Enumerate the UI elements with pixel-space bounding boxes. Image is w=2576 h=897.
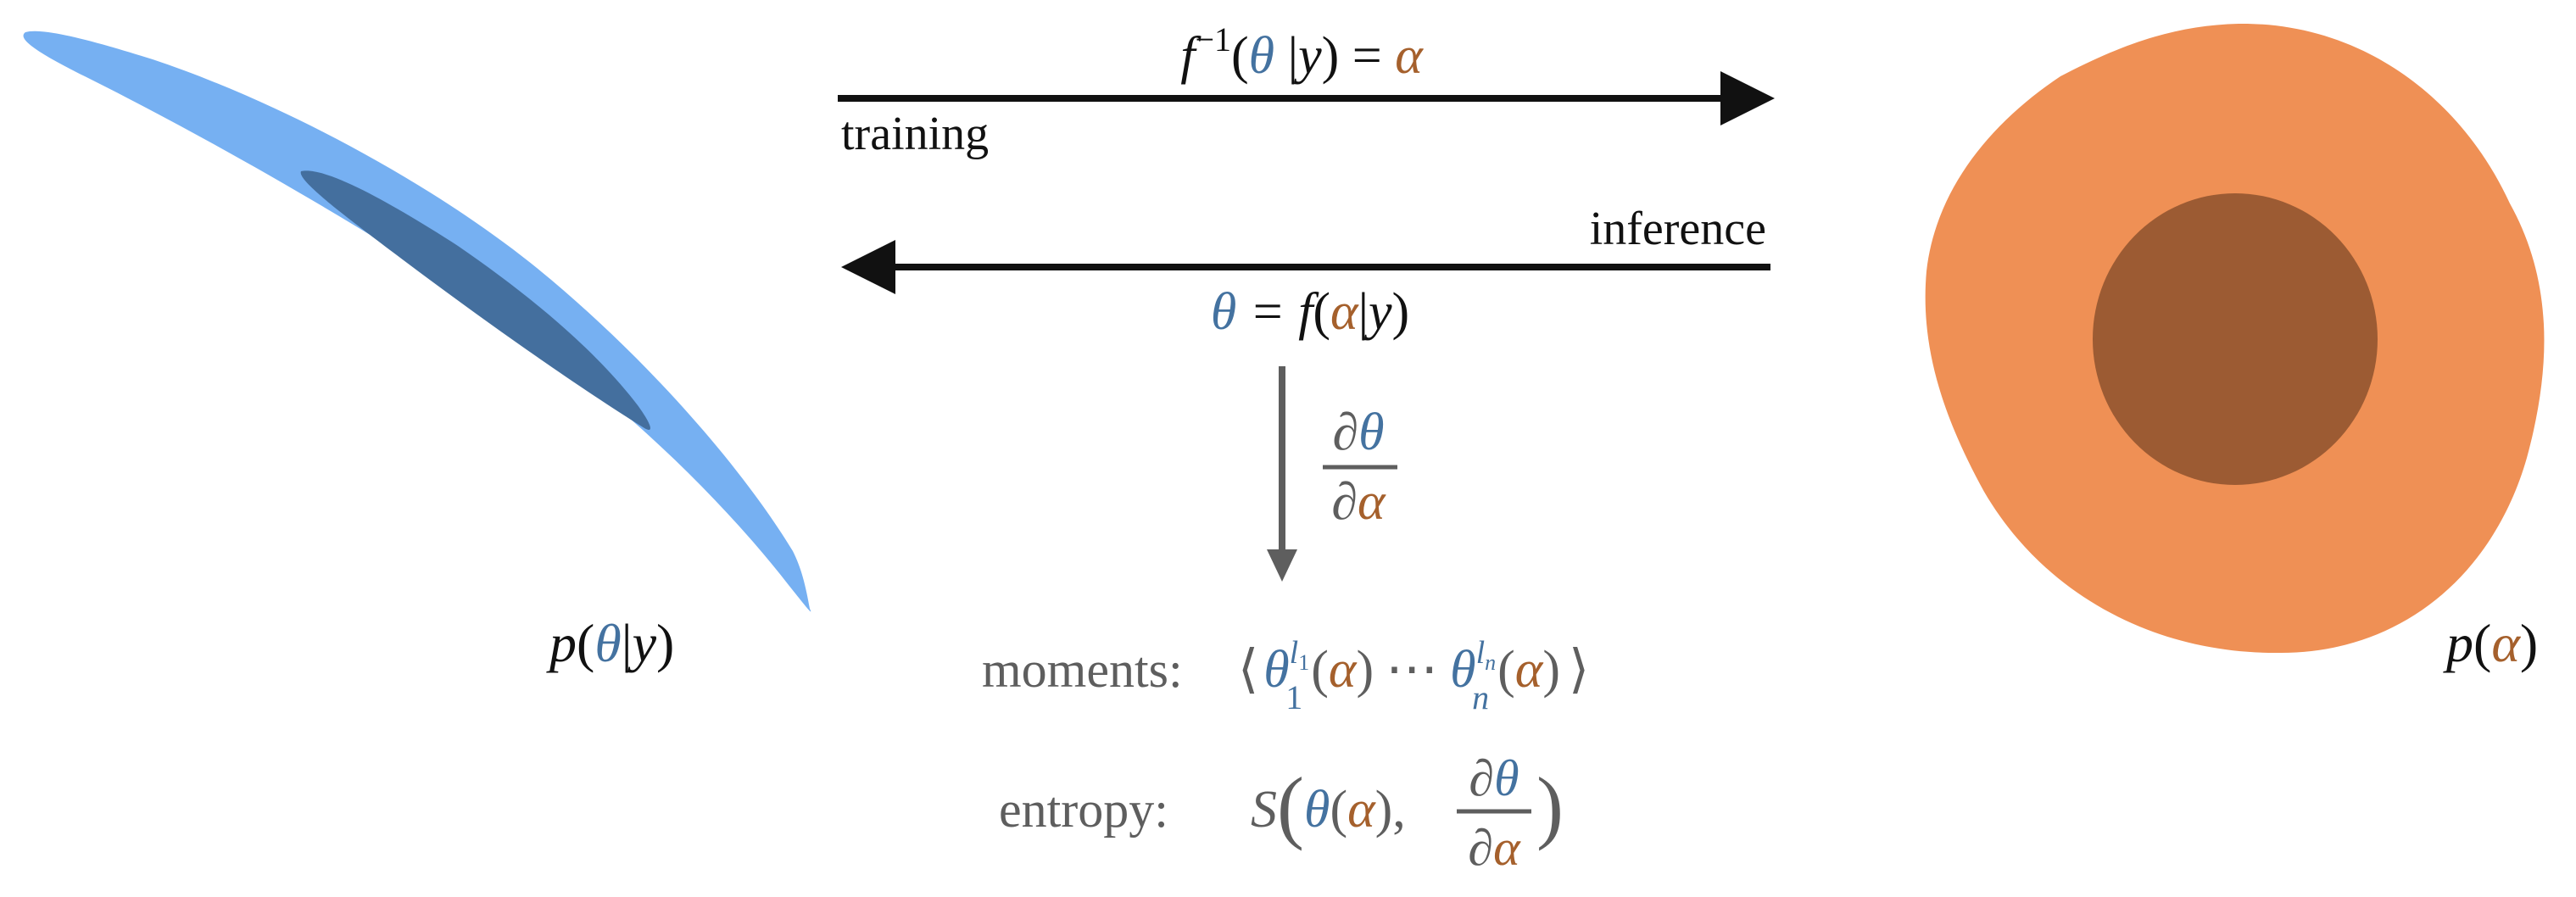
paren: ( [1231, 27, 1249, 85]
entropy-label: entropy: [999, 782, 1168, 838]
formula-eq-f: = f [1236, 283, 1319, 341]
cdots: ⋯ [1386, 641, 1438, 699]
formula-alpha: α [1395, 27, 1424, 85]
training-formula: f−1(θ |y) = α [1180, 20, 1424, 85]
label-bar: | [622, 613, 633, 673]
entropy-formula-left: S(θ(α), [1251, 760, 1406, 851]
entropy-frac-alpha: α [1493, 820, 1521, 876]
entropy-alpha: α [1347, 781, 1376, 838]
posterior-distribution-shape [23, 31, 811, 612]
moments-sub-n: n [1472, 678, 1489, 716]
paren: ( [577, 613, 594, 673]
posterior-inner-region [300, 170, 650, 430]
jacobian-theta: θ [1358, 404, 1384, 461]
formula-y: y [1363, 283, 1392, 341]
label-y: y [627, 613, 657, 673]
entropy-frac-theta: θ [1494, 750, 1519, 806]
latent-inner-region [2093, 193, 2378, 485]
jacobian-fraction: ∂θ ∂α [1323, 404, 1397, 531]
partial-symbol: ∂ [1331, 473, 1358, 531]
jacobian-numerator: ∂θ [1332, 404, 1384, 461]
formula-bar: | [1358, 283, 1369, 341]
moments-alpha-1: α [1329, 641, 1358, 699]
moments-sup-sub-n: n [1485, 650, 1496, 675]
paren: ( [1330, 781, 1347, 838]
moments-theta-1: θ [1263, 641, 1289, 699]
paren-comma: ), [1375, 781, 1406, 838]
jacobian-alpha: α [1358, 473, 1386, 531]
paren: ( [1311, 641, 1329, 699]
entropy-fraction-numerator: ∂θ [1469, 750, 1519, 806]
partial-symbol: ∂ [1468, 820, 1493, 876]
formula-rp-eq: ) = [1322, 27, 1396, 85]
paren: ) [1392, 283, 1410, 341]
jacobian-arrow [1267, 366, 1297, 582]
paren: ( [2473, 613, 2491, 673]
moments-theta-n: θ [1450, 641, 1475, 699]
moments-sub-1: 1 [1285, 678, 1302, 716]
paren: ( [1497, 641, 1515, 699]
moments-sup-ln: l [1476, 635, 1486, 671]
inference-formula: θ = f(α|y) [1211, 283, 1409, 341]
formula-y: y [1293, 27, 1322, 85]
label-theta: θ [594, 613, 621, 673]
left-angle: ⟨ [1238, 641, 1258, 699]
partial-symbol: ∂ [1469, 750, 1494, 806]
training-label: training [841, 108, 989, 160]
entropy-fraction-denominator: ∂α [1468, 820, 1521, 876]
moments-sup-sub-1: 1 [1298, 650, 1309, 675]
posterior-outer-region [23, 31, 811, 612]
big-left-paren: ( [1277, 760, 1304, 851]
latent-label: p(α) [2443, 613, 2538, 673]
jacobian-denominator: ∂α [1331, 473, 1386, 531]
moments-label: moments: [982, 642, 1183, 698]
formula-theta: θ [1211, 283, 1236, 341]
posterior-label: p(θ|y) [546, 613, 674, 673]
formula-inverse-superscript: −1 [1195, 20, 1231, 58]
partial-symbol: ∂ [1332, 404, 1358, 461]
latent-distribution-shape [1925, 23, 2545, 654]
inference-label: inference [1590, 203, 1766, 255]
label-p: p [2443, 613, 2473, 673]
paren: ) [656, 613, 674, 673]
right-angle: ⟩ [1569, 641, 1589, 699]
entropy-big-right-paren: ) [1536, 760, 1564, 851]
entropy-S: S [1251, 781, 1277, 838]
moments-sup-l1: l [1290, 635, 1299, 671]
formula-bar: | [1274, 27, 1298, 85]
label-p: p [546, 613, 577, 673]
paren: ( [1313, 283, 1330, 341]
paren: ) [1542, 641, 1560, 699]
entropy-row: entropy: S(θ(α), ∂θ ∂α ) [999, 750, 1564, 876]
formula-alpha: α [1330, 283, 1359, 341]
moments-alpha-n: α [1515, 641, 1544, 699]
paren: ) [2520, 613, 2538, 673]
entropy-theta: θ [1304, 781, 1330, 838]
label-alpha: α [2491, 613, 2521, 673]
formula-theta: θ [1249, 27, 1274, 85]
paren: ) [1356, 641, 1374, 699]
